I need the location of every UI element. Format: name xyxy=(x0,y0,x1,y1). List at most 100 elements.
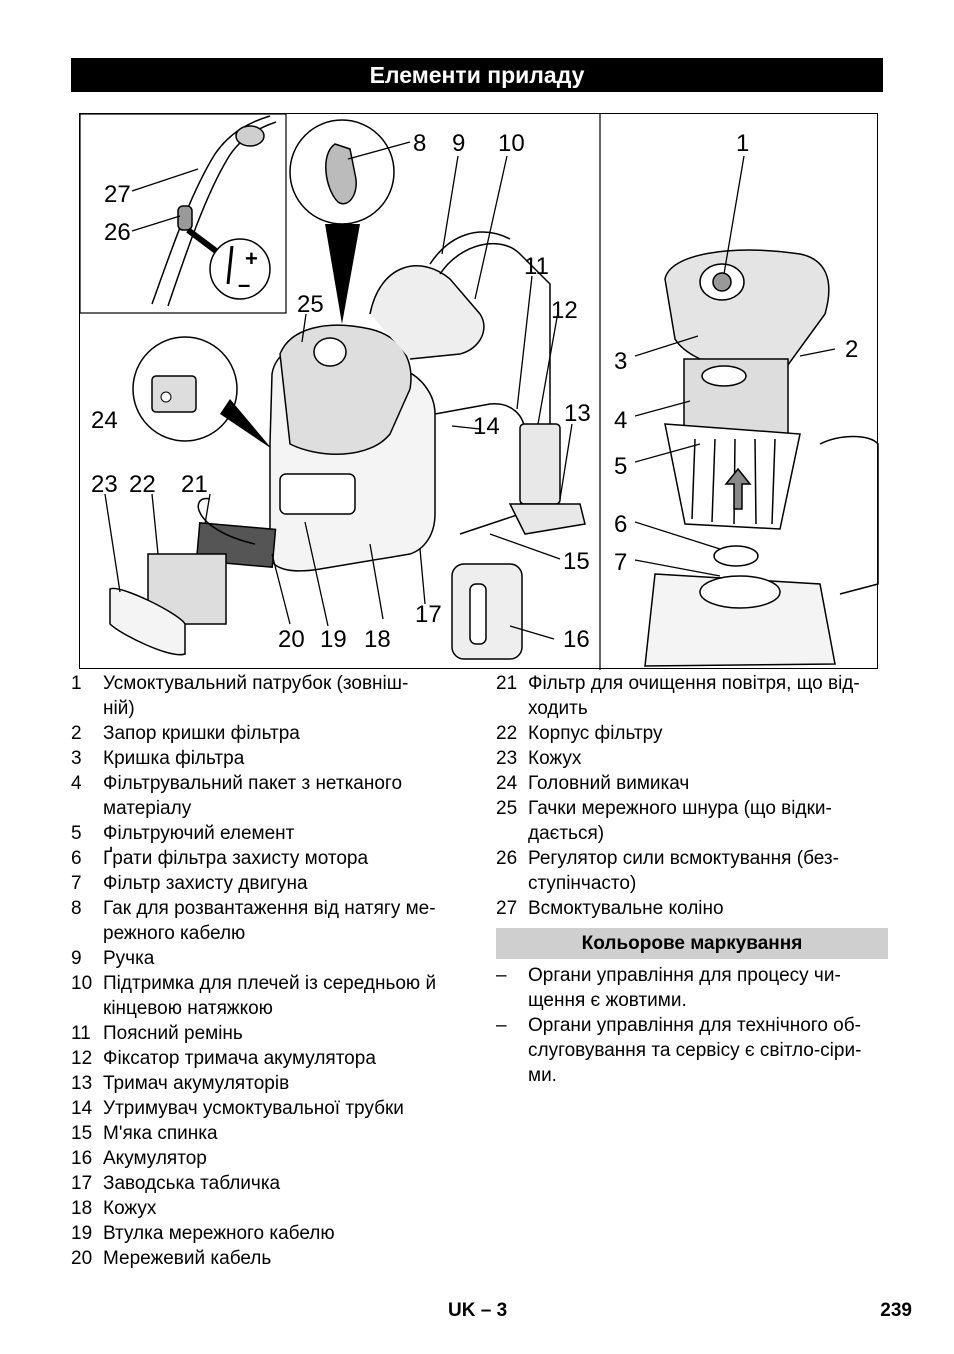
legend-item: 16 Акумулятор xyxy=(71,1146,471,1171)
legend-item: 5 Фільтруючий елемент xyxy=(71,821,471,846)
leader-lines xyxy=(104,141,836,640)
legend-item-number: 24 xyxy=(496,773,518,794)
legend-item: 20 Мережевий кабель xyxy=(71,1246,471,1271)
legend-item: 14 Утримувач усмоктувальної трубки xyxy=(71,1096,471,1121)
legend-item-number: 13 xyxy=(71,1073,93,1094)
svg-text:+: + xyxy=(245,246,258,271)
callout-25: 25 xyxy=(297,291,324,318)
legend-item: 19 Втулка мережного кабелю xyxy=(71,1221,471,1246)
filter-stack-drawing xyxy=(644,249,879,667)
page-title: Елементи приладу xyxy=(71,58,883,92)
legend-item-text: Тримач акумуляторів xyxy=(103,1073,290,1094)
color-coding-heading: Кольорове маркування xyxy=(496,928,888,959)
callout-2: 2 xyxy=(845,336,858,363)
callout-16: 16 xyxy=(563,626,590,653)
callout-17: 17 xyxy=(415,601,442,628)
legend-item-text: Втулка мережного кабелю xyxy=(103,1223,335,1244)
color-coding-bullet: –Органи управління для процесу чи- щення… xyxy=(496,963,888,1013)
legend-item-number: 11 xyxy=(71,1023,91,1044)
legend-item-number: 21 xyxy=(496,673,518,694)
callout-19: 19 xyxy=(320,626,347,653)
legend-item-text: Регулятор сили всмоктування (без- ступін… xyxy=(528,848,839,894)
legend-item-number: 12 xyxy=(71,1048,93,1069)
hook-detail-drawing xyxy=(289,119,395,324)
bullet-dash: – xyxy=(496,1015,507,1036)
legend-item-number: 5 xyxy=(71,823,82,844)
legend-item-text: Кришка фільтра xyxy=(103,748,245,769)
bullet-text: Органи управління для процесу чи- щення … xyxy=(528,965,841,1011)
callout-9: 9 xyxy=(452,130,465,157)
legend-item-number: 16 xyxy=(71,1148,93,1169)
legend-item-number: 14 xyxy=(71,1098,93,1119)
legend-item: 8 Гак для розвантаження від натягу ме- ре… xyxy=(71,896,471,946)
legend-item-number: 10 xyxy=(71,973,93,994)
legend-item-number: 19 xyxy=(71,1223,93,1244)
legend-item-text: Підтримка для плечей із середньою й кінц… xyxy=(103,973,437,1019)
legend-item-number: 18 xyxy=(71,1198,93,1219)
legend-item-number: 26 xyxy=(496,848,518,869)
legend-item-text: Мережевий кабель xyxy=(103,1248,272,1269)
legend-item: 23 Кожух xyxy=(496,746,888,771)
legend-item: 13 Тримач акумуляторів xyxy=(71,1071,471,1096)
legend-item-text: Головний вимикач xyxy=(528,773,690,794)
callout-18: 18 xyxy=(364,626,391,653)
legend-item-number: 6 xyxy=(71,848,82,869)
legend-item-text: Гак для розвантаження від натягу ме- реж… xyxy=(103,898,436,944)
callout-20: 20 xyxy=(278,626,305,653)
callout-26: 26 xyxy=(104,219,131,246)
legend-item-text: Фільтруючий елемент xyxy=(103,823,295,844)
legend-item: 1 Усмоктувальний патрубок (зовніш- ній) xyxy=(71,671,471,721)
legend-item-text: М'яка спинка xyxy=(103,1123,218,1144)
legend-item-text: Всмоктувальне коліно xyxy=(528,898,724,919)
legend-item-number: 1 xyxy=(71,673,82,694)
callout-22: 22 xyxy=(129,471,156,498)
suction-elbow-drawing xyxy=(151,115,277,307)
bullet-dash: – xyxy=(496,965,507,986)
device-illustration: + – xyxy=(79,113,879,670)
callout-5: 5 xyxy=(614,453,627,480)
section-footer: UK – 3 xyxy=(448,1300,508,1321)
legend-item-text: Кожух xyxy=(528,748,582,769)
legend-item-number: 23 xyxy=(496,748,518,769)
legend-item-text: Усмоктувальний патрубок (зовніш- ній) xyxy=(103,673,409,719)
legend-item-number: 25 xyxy=(496,798,518,819)
legend-item-number: 22 xyxy=(496,723,518,744)
legend-item-number: 20 xyxy=(71,1248,93,1269)
legend-item-text: Утримувач усмоктувальної трубки xyxy=(103,1098,404,1119)
legend-item-number: 2 xyxy=(71,723,82,744)
legend-item-text: Акумулятор xyxy=(103,1148,207,1169)
callout-21: 21 xyxy=(181,471,208,498)
legend-item-number: 4 xyxy=(71,773,82,794)
legend-item-text: Фільтр захисту двигуна xyxy=(103,873,308,894)
callout-23: 23 xyxy=(91,471,118,498)
callout-4: 4 xyxy=(614,407,627,434)
vacuum-body-drawing xyxy=(269,231,551,572)
callout-27: 27 xyxy=(104,181,131,208)
legend-item-text: Корпус фільтру xyxy=(528,723,663,744)
page-number: 239 xyxy=(880,1300,912,1321)
main-switch-detail-drawing xyxy=(132,336,272,449)
legend-item-number: 8 xyxy=(71,898,82,919)
callout-6: 6 xyxy=(614,511,627,538)
bullet-text: Органи управління для технічного об- слу… xyxy=(528,1015,862,1086)
legend-item-text: Заводська табличка xyxy=(103,1173,281,1194)
callout-13: 13 xyxy=(564,400,591,427)
callout-8: 8 xyxy=(413,130,426,157)
callout-15: 15 xyxy=(563,548,590,575)
callout-11: 11 xyxy=(524,253,549,280)
callout-24: 24 xyxy=(91,407,118,434)
